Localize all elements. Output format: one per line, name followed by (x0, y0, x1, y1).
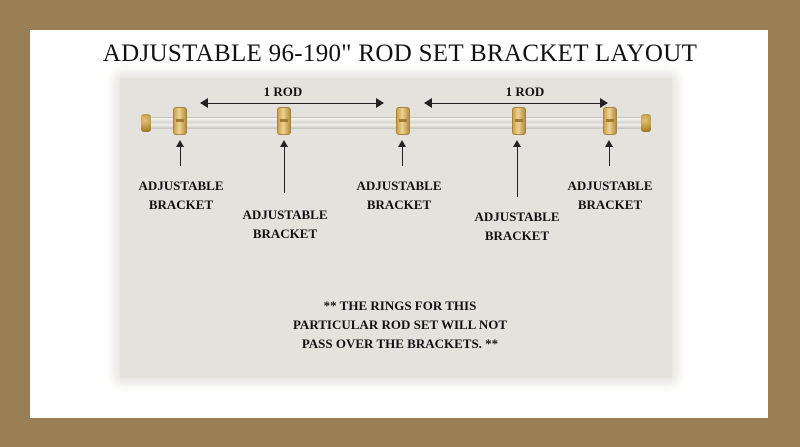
arrow-up-icon (605, 140, 613, 147)
bracket-3 (396, 107, 410, 135)
pointer-arrow-2 (280, 140, 288, 193)
pointer-arrow-1 (176, 140, 184, 166)
note-line: PASS OVER THE BRACKETS. ** (301, 336, 499, 351)
note-line: ** THE RINGS FOR THIS (323, 298, 477, 313)
bracket-label-5: ADJUSTABLE BRACKET (545, 176, 675, 214)
bracket-4 (512, 107, 526, 135)
bracket-label-2: ADJUSTABLE BRACKET (220, 205, 350, 243)
arrowhead-right-icon (376, 98, 384, 108)
rod-span-arrow-1 (200, 98, 384, 108)
arrow-up-icon (513, 140, 521, 147)
bracket-1 (173, 107, 187, 135)
arrow-up-icon (176, 140, 184, 147)
bracket-label-line: BRACKET (148, 197, 214, 212)
rod-span-label-1: 1 ROD (263, 84, 303, 99)
bracket-label-line: BRACKET (366, 197, 432, 212)
arrow-up-icon (398, 140, 406, 147)
bracket-label-line: ADJUSTABLE (138, 178, 224, 193)
arrow-up-icon (280, 140, 288, 147)
bracket-5 (603, 107, 617, 135)
arrowhead-left-icon (424, 98, 432, 108)
bracket-label-3: ADJUSTABLE BRACKET (334, 176, 464, 214)
bracket-label-line: BRACKET (577, 197, 643, 212)
rod-span-label-2: 1 ROD (505, 84, 545, 99)
rings-note: ** THE RINGS FOR THIS PARTICULAR ROD SET… (250, 296, 550, 353)
pointer-arrow-3 (398, 140, 406, 166)
left-finial (141, 114, 151, 132)
bracket-label-4: ADJUSTABLE BRACKET (452, 207, 582, 245)
arrowhead-left-icon (200, 98, 208, 108)
bracket-label-line: BRACKET (484, 228, 550, 243)
bracket-2 (277, 107, 291, 135)
bracket-label-line: BRACKET (252, 226, 318, 241)
arrowhead-right-icon (600, 98, 608, 108)
note-line: PARTICULAR ROD SET WILL NOT (292, 317, 508, 332)
bracket-label-line: ADJUSTABLE (567, 178, 653, 193)
rod-span-arrow-2 (424, 98, 608, 108)
pointer-arrow-5 (605, 140, 613, 166)
bracket-label-line: ADJUSTABLE (356, 178, 442, 193)
bracket-label-1: ADJUSTABLE BRACKET (116, 176, 246, 214)
right-finial (641, 114, 651, 132)
pointer-arrow-4 (513, 140, 521, 197)
diagram-title: ADJUSTABLE 96-190" ROD SET BRACKET LAYOU… (102, 40, 698, 67)
bracket-label-line: ADJUSTABLE (242, 207, 328, 222)
bracket-label-line: ADJUSTABLE (474, 209, 560, 224)
